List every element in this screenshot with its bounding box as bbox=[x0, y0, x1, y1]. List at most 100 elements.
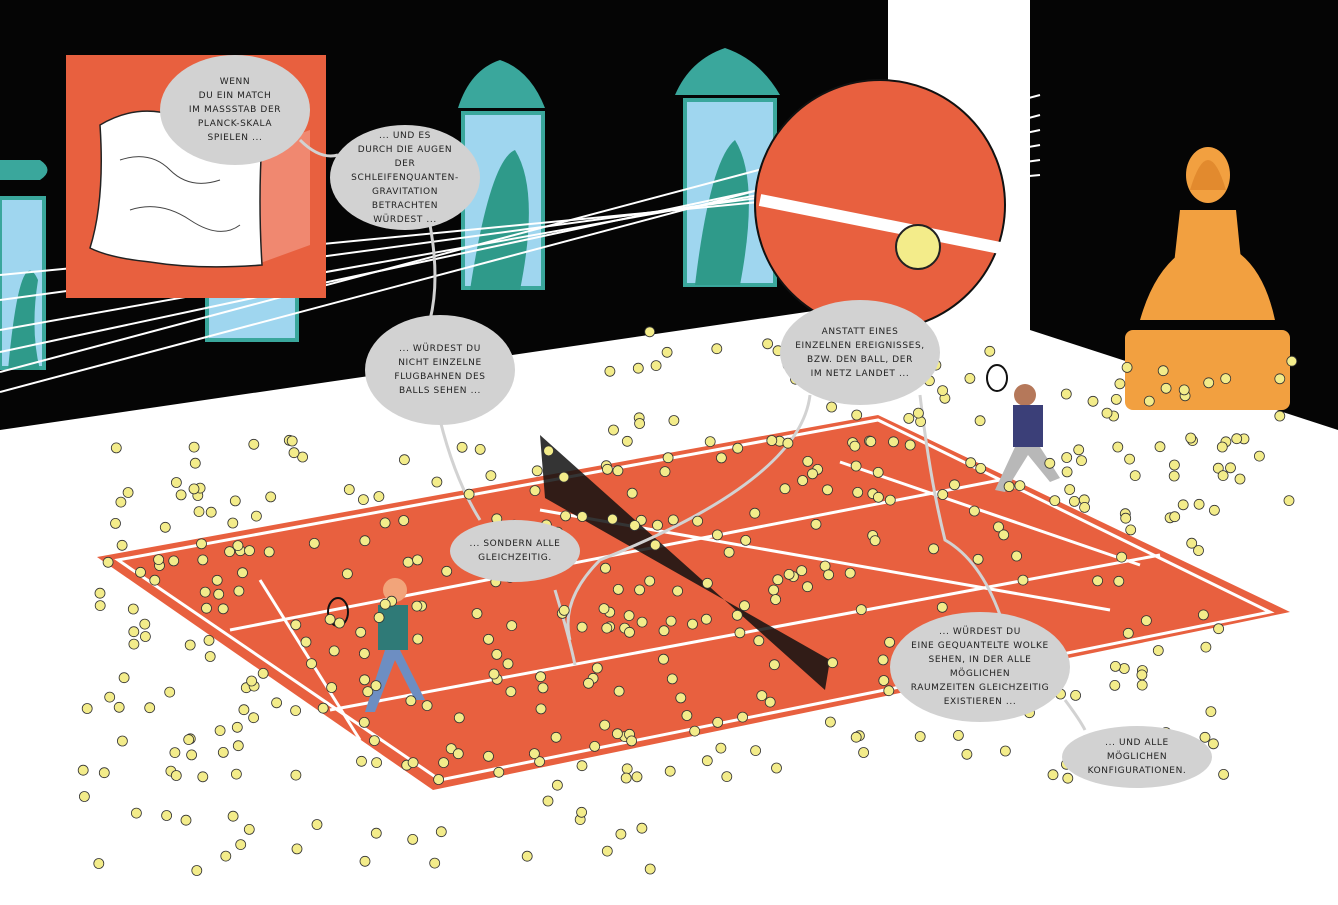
tennis-ball bbox=[77, 764, 89, 776]
tennis-ball bbox=[184, 639, 196, 651]
tennis-ball bbox=[1186, 537, 1198, 549]
tennis-ball bbox=[248, 438, 260, 450]
tennis-ball bbox=[306, 658, 317, 669]
tennis-ball bbox=[615, 828, 627, 840]
tennis-ball bbox=[110, 518, 121, 529]
tennis-ball bbox=[1124, 453, 1135, 465]
tennis-ball bbox=[1114, 378, 1126, 390]
tennis-ball bbox=[373, 612, 385, 623]
tennis-ball bbox=[634, 584, 645, 596]
tennis-ball bbox=[407, 757, 419, 768]
tennis-ball bbox=[607, 513, 618, 525]
tennis-ball bbox=[1110, 661, 1121, 672]
tennis-ball bbox=[429, 857, 441, 869]
tennis-ball bbox=[750, 745, 761, 756]
tennis-ball bbox=[1203, 377, 1215, 389]
tennis-ball bbox=[1061, 452, 1073, 463]
tennis-ball bbox=[768, 584, 779, 596]
tennis-ball bbox=[1076, 455, 1087, 467]
tennis-ball bbox=[227, 810, 239, 822]
tennis-ball bbox=[762, 338, 773, 350]
tennis-ball bbox=[411, 600, 423, 612]
tennis-ball bbox=[1014, 480, 1026, 492]
tennis-ball bbox=[937, 385, 948, 397]
tennis-ball bbox=[753, 635, 765, 647]
tennis-ball bbox=[529, 748, 540, 759]
tennis-ball bbox=[1079, 501, 1090, 513]
tennis-ball bbox=[771, 762, 782, 774]
tennis-ball bbox=[452, 748, 464, 760]
tennis-ball bbox=[766, 435, 778, 446]
tennis-ball bbox=[949, 479, 960, 491]
tennis-ball bbox=[608, 424, 619, 436]
tennis-ball bbox=[782, 437, 794, 449]
tennis-ball bbox=[197, 771, 209, 783]
tennis-ball bbox=[665, 615, 677, 627]
tennis-ball bbox=[341, 568, 353, 580]
tennis-ball bbox=[543, 445, 554, 457]
tennis-ball bbox=[644, 863, 656, 875]
tennis-ball bbox=[764, 696, 776, 708]
tennis-ball bbox=[204, 651, 216, 662]
tennis-ball bbox=[675, 692, 687, 704]
tennis-ball bbox=[334, 617, 345, 629]
tennis-ball bbox=[398, 454, 410, 466]
tennis-ball bbox=[779, 483, 791, 495]
tennis-ball bbox=[629, 520, 640, 531]
tennis-ball bbox=[672, 585, 683, 597]
tennis-ball bbox=[560, 510, 571, 522]
tennis-ball bbox=[1064, 484, 1076, 495]
tennis-ball bbox=[1141, 615, 1152, 626]
tennis-ball bbox=[1047, 769, 1059, 781]
tennis-ball bbox=[961, 748, 973, 760]
tennis-ball bbox=[238, 704, 250, 716]
tennis-ball bbox=[431, 476, 443, 488]
tennis-ball bbox=[118, 672, 130, 684]
tennis-ball bbox=[493, 766, 505, 778]
tennis-ball bbox=[170, 477, 182, 488]
tennis-ball bbox=[1231, 433, 1243, 445]
tennis-ball bbox=[649, 539, 661, 551]
tennis-ball bbox=[974, 415, 986, 427]
tennis-ball bbox=[370, 680, 382, 691]
tennis-ball bbox=[1049, 495, 1061, 507]
tennis-ball bbox=[359, 535, 371, 547]
tennis-ball bbox=[485, 470, 497, 482]
tennis-ball bbox=[308, 538, 320, 549]
speech-bubble-configurations: ... UND ALLE MÖGLICHEN KONFIGURATIONEN. bbox=[1062, 726, 1212, 788]
tennis-ball bbox=[904, 439, 916, 451]
tennis-ball bbox=[196, 538, 207, 550]
tennis-ball bbox=[1205, 706, 1217, 717]
tennis-ball bbox=[362, 686, 374, 697]
tennis-ball bbox=[965, 457, 977, 469]
tennis-ball bbox=[769, 659, 780, 671]
tennis-ball bbox=[652, 519, 663, 531]
tennis-ball bbox=[772, 574, 784, 586]
tennis-ball bbox=[1178, 384, 1190, 396]
tennis-ball bbox=[357, 494, 369, 506]
tennis-ball bbox=[644, 575, 656, 587]
tennis-ball bbox=[81, 703, 93, 714]
tennis-ball bbox=[358, 648, 370, 659]
tennis-ball bbox=[550, 731, 562, 743]
bubble-connectors bbox=[298, 138, 1087, 731]
tennis-ball bbox=[601, 622, 613, 634]
tennis-ball bbox=[632, 362, 644, 374]
tennis-ball bbox=[928, 543, 939, 555]
tennis-ball bbox=[502, 658, 514, 670]
tennis-ball bbox=[297, 451, 309, 463]
tennis-ball bbox=[290, 619, 302, 631]
speech-bubble-planck: WENN DU EIN MATCH IM MASSSTAB DER PLANCK… bbox=[160, 55, 310, 165]
tennis-ball bbox=[1213, 623, 1224, 635]
tennis-ball bbox=[373, 491, 385, 502]
tennis-ball bbox=[913, 407, 924, 419]
tennis-ball bbox=[1136, 679, 1148, 691]
tennis-ball bbox=[858, 747, 869, 758]
tennis-ball bbox=[1112, 441, 1124, 453]
tennis-ball bbox=[1000, 745, 1011, 757]
tennis-ball bbox=[712, 529, 723, 541]
tennis-ball bbox=[740, 535, 752, 546]
tennis-ball bbox=[130, 807, 142, 819]
tennis-ball bbox=[188, 483, 200, 495]
tennis-ball bbox=[139, 631, 151, 642]
